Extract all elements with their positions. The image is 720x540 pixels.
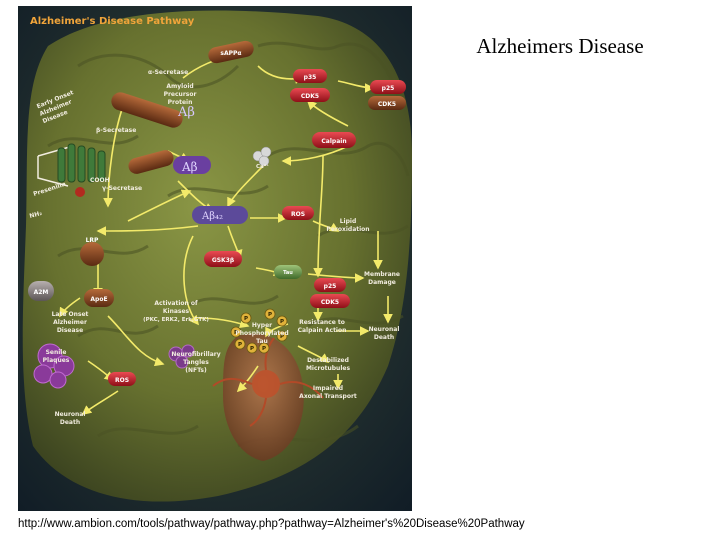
ab42-molecule	[192, 206, 248, 224]
membrane-label-1: Membrane	[364, 271, 400, 278]
ros-bottom-node: ROS	[108, 372, 136, 386]
senile-plaques-label-2: Plaques	[43, 357, 70, 364]
svg-text:P: P	[262, 346, 266, 352]
beta-secretase-label: β-Secretase	[96, 127, 136, 134]
svg-text:p25: p25	[324, 283, 337, 290]
hyper-label-3: Tau	[256, 338, 268, 345]
late-onset-label-2: Alzheimer	[53, 319, 87, 326]
senile-plaques-label-1: Senile	[46, 349, 67, 356]
cooh-label: COOH	[90, 177, 110, 184]
pathway-arrows	[59, 50, 393, 415]
activation-label-2: Kinases	[163, 308, 190, 315]
figure-title: Alzheimer's Disease Pathway	[30, 16, 195, 27]
neuronal-death-right-label-1: Neuronal	[369, 326, 400, 333]
calcium-label: Ca²⁺	[256, 163, 269, 170]
ab42-label: Aβ₄₂	[201, 211, 223, 222]
svg-text:GSK3β: GSK3β	[212, 257, 235, 264]
source-url: http://www.ambion.com/tools/pathway/path…	[18, 518, 525, 530]
calcium-cluster	[252, 146, 272, 167]
p35-node: p35	[293, 69, 327, 83]
nft-label-3: (NFTs)	[185, 367, 207, 374]
a2m-pill	[28, 281, 54, 301]
cdk5-right-node: CDK5	[368, 96, 406, 110]
ab-fragment-molecule	[128, 150, 211, 174]
svg-text:CDK5: CDK5	[378, 101, 396, 108]
neuronal-death-bottom-label-2: Death	[60, 419, 80, 426]
sappa-pill	[208, 40, 254, 64]
svg-text:P: P	[238, 342, 242, 348]
pathway-labels: sAPPα α-Secretase Early Onset Alzheimer …	[29, 50, 400, 426]
pathway-diagram: Alzheimer's Disease Pathway	[18, 6, 412, 511]
svg-text:ROS: ROS	[291, 211, 305, 218]
svg-text:p25: p25	[382, 85, 395, 92]
presenilin-complex	[57, 143, 106, 183]
activation-label-1: Activation of	[154, 300, 198, 307]
late-onset-label-1: Late Onset	[52, 311, 89, 318]
lipid-label-1: Lipid	[340, 218, 357, 225]
neuronal-death-right-label-2: Death	[374, 334, 394, 341]
early-onset-bracket	[37, 145, 74, 187]
destabilized-label-1: Destabilized	[307, 357, 349, 364]
alpha-secretase-label: α-Secretase	[148, 69, 188, 76]
gsk3b-node: GSK3β	[204, 251, 242, 267]
impaired-label-2: Axonal Transport	[299, 393, 357, 400]
svg-text:P: P	[268, 312, 272, 318]
apoe-label: ApoE	[90, 296, 107, 303]
ab-app-label: Aβ	[177, 105, 195, 120]
app-label-3: Protein	[168, 99, 193, 106]
nh2-label: NH₂	[29, 210, 43, 220]
tau-pill	[274, 265, 302, 279]
svg-text:p35: p35	[304, 74, 317, 81]
lipid-label-2: Peroxidation	[326, 226, 369, 233]
cdk5-mid-node: CDK5	[310, 294, 350, 308]
hyper-label-1: Hyper	[252, 322, 272, 329]
app-label-1: Amyloid	[166, 83, 193, 90]
app-molecule: Aβ	[111, 92, 195, 128]
svg-text:P: P	[280, 334, 284, 340]
phosphate-labels: P P P P P P P P	[234, 312, 284, 352]
svg-text:Calpain: Calpain	[321, 138, 346, 145]
ab-fragment-label: Aβ	[181, 160, 198, 174]
svg-text:P: P	[234, 330, 238, 336]
nft-cluster	[168, 344, 195, 369]
senile-plaques-cluster	[33, 343, 75, 389]
p25-node: p25	[370, 80, 406, 94]
apoe-pill	[84, 289, 114, 307]
ros-top-node: ROS	[282, 206, 314, 220]
impaired-label-1: Impaired	[313, 385, 343, 392]
svg-text:CDK5: CDK5	[321, 299, 339, 306]
hyper-label-2: Phosphorylated	[235, 330, 288, 337]
late-onset-label-3: Disease	[57, 327, 83, 334]
svg-text:P: P	[250, 346, 254, 352]
svg-text:P: P	[244, 316, 248, 322]
destabilized-label-2: Microtubules	[306, 365, 350, 372]
nft-label-2: Tangles	[183, 359, 209, 366]
lrp-label: LRP	[86, 237, 99, 244]
calpain-node: Calpain	[312, 132, 356, 148]
membrane-label-2: Damage	[368, 279, 396, 286]
nft-label-1: Neurofibrillary	[171, 351, 220, 358]
slide-title: Alzheimers Disease	[476, 34, 644, 58]
gamma-secretase-dot	[75, 187, 85, 197]
neuronal-death-bottom-label-1: Neuronal	[55, 411, 86, 418]
lrp-pill	[80, 242, 104, 266]
a2m-label: A2M	[34, 289, 49, 296]
tau-label: Tau	[283, 270, 293, 276]
cdk5-top-node: CDK5	[290, 88, 330, 102]
svg-text:P: P	[280, 319, 284, 325]
resistance-label-1: Resistance to	[299, 319, 345, 326]
pathway-figure: Alzheimer's Disease Pathway	[18, 6, 412, 511]
svg-text:CDK5: CDK5	[301, 93, 319, 100]
sappa-label: sAPPα	[220, 50, 241, 57]
gamma-secretase-label: γ-Secretase	[102, 185, 142, 192]
neuron-cell	[212, 337, 324, 427]
svg-text:ROS: ROS	[115, 377, 129, 384]
phosphate-group	[230, 308, 288, 354]
app-label-2: Precursor	[164, 91, 197, 98]
activation-label-3: (PKC, ERK2, Erk,GTK)	[143, 317, 209, 323]
resistance-label-2: Calpain Action	[298, 327, 347, 334]
p25-mid-node: p25	[314, 278, 346, 292]
